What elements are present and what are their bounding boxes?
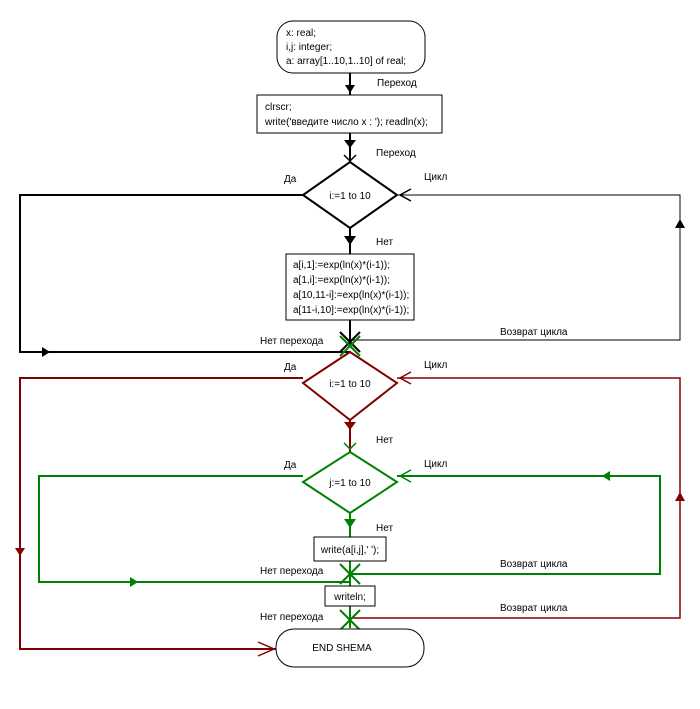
init-line-1: clrscr; (265, 102, 292, 113)
writeln-block (324, 585, 376, 607)
arrow-left-1 (602, 471, 610, 481)
label-cycle-return-3: Возврат цикла (500, 603, 568, 614)
start-line-3: a: array[1..10,1..10] of real; (286, 56, 406, 67)
green-arrows (130, 471, 610, 587)
label-transition-1: Переход (377, 78, 417, 89)
label-cycle-return-1: Возврат цикла (500, 327, 568, 338)
writeln-text: writeln; (333, 592, 366, 603)
black-open-arrows (343, 154, 412, 202)
write-block (313, 536, 387, 562)
label-no-2: Нет (376, 435, 393, 446)
label-cycle-3: Цикл (424, 459, 447, 470)
arrow-end (257, 641, 276, 657)
loop1-body-block (285, 253, 415, 321)
start-block-text: x: real; i,j: integer; a: array[1..10,1.… (286, 28, 406, 67)
arrow-right-1 (42, 347, 50, 357)
arrow-down-4 (344, 422, 356, 430)
body-line-3: a[10,11-i]:=exp(ln(x)*(i-1)); (293, 290, 409, 301)
label-cycle-1: Цикл (424, 172, 447, 183)
label-yes-1: Да (284, 174, 297, 185)
loop3-return-connector (350, 475, 661, 575)
label-cycle-return-2: Возврат цикла (500, 559, 568, 570)
arrow-down-3 (344, 236, 356, 245)
start-line-1: x: real; (286, 28, 316, 39)
loop2-yes-connector (19, 377, 303, 650)
init-block (256, 94, 443, 134)
arrow-cycle-3 (398, 469, 412, 483)
label-transition-2: Переход (376, 148, 416, 159)
arrow-down-5 (15, 548, 25, 556)
loop1-yes-connector (19, 194, 350, 353)
body-line-4: a[11-i,10]:=exp(ln(x)*(i-1)); (293, 305, 409, 316)
arrow-down-6 (344, 519, 356, 528)
end-text: END SHEMA (312, 643, 372, 654)
label-no-transition-1: Нет перехода (260, 336, 324, 347)
loop1-body-text: a[i,1]:=exp(ln(x)*(i-1)); a[1,i]:=exp(ln… (293, 260, 409, 316)
black-arrows (42, 85, 685, 357)
start-line-2: i,j: integer; (286, 42, 332, 53)
loop2-condition: i:=1 to 10 (329, 379, 371, 390)
label-no-transition-3: Нет перехода (260, 612, 324, 623)
write-text: write(a[i,j],' '); (320, 545, 379, 556)
arrow-up-2 (675, 492, 685, 501)
end-block (275, 628, 425, 668)
label-no-3: Нет (376, 523, 393, 534)
label-cycle-2: Цикл (424, 360, 447, 371)
loop2-return-connector (350, 377, 681, 619)
body-line-2: a[1,i]:=exp(ln(x)*(i-1)); (293, 275, 390, 286)
label-no-1: Нет (376, 237, 393, 248)
arrow-down-dec1 (343, 154, 357, 163)
loop3-yes-connector (38, 475, 350, 583)
init-line-2: write('введите число x : '); readln(x); (264, 117, 428, 128)
arrow-down-1 (345, 85, 355, 93)
arrow-up-1 (675, 219, 685, 228)
loop3-condition: j:=1 to 10 (328, 478, 371, 489)
body-line-1: a[i,1]:=exp(ln(x)*(i-1)); (293, 260, 390, 271)
label-no-transition-2: Нет перехода (260, 566, 324, 577)
init-block-text: clrscr; write('введите число x : '); rea… (264, 102, 428, 128)
arrow-cycle-2 (398, 371, 412, 385)
red-arrows (15, 422, 685, 556)
black-section (19, 20, 681, 353)
arrow-right-2 (130, 577, 138, 587)
arrow-cycle-1 (398, 188, 412, 202)
loop1-condition: i:=1 to 10 (329, 191, 371, 202)
label-yes-2: Да (284, 362, 297, 373)
green-section (38, 335, 661, 631)
arrow-down-dec3 (343, 442, 357, 451)
label-yes-3: Да (284, 460, 297, 471)
green-open-arrows (343, 442, 412, 483)
red-open-arrows (257, 371, 412, 657)
arrow-down-2 (344, 140, 356, 148)
loop1-return-connector (350, 194, 681, 341)
